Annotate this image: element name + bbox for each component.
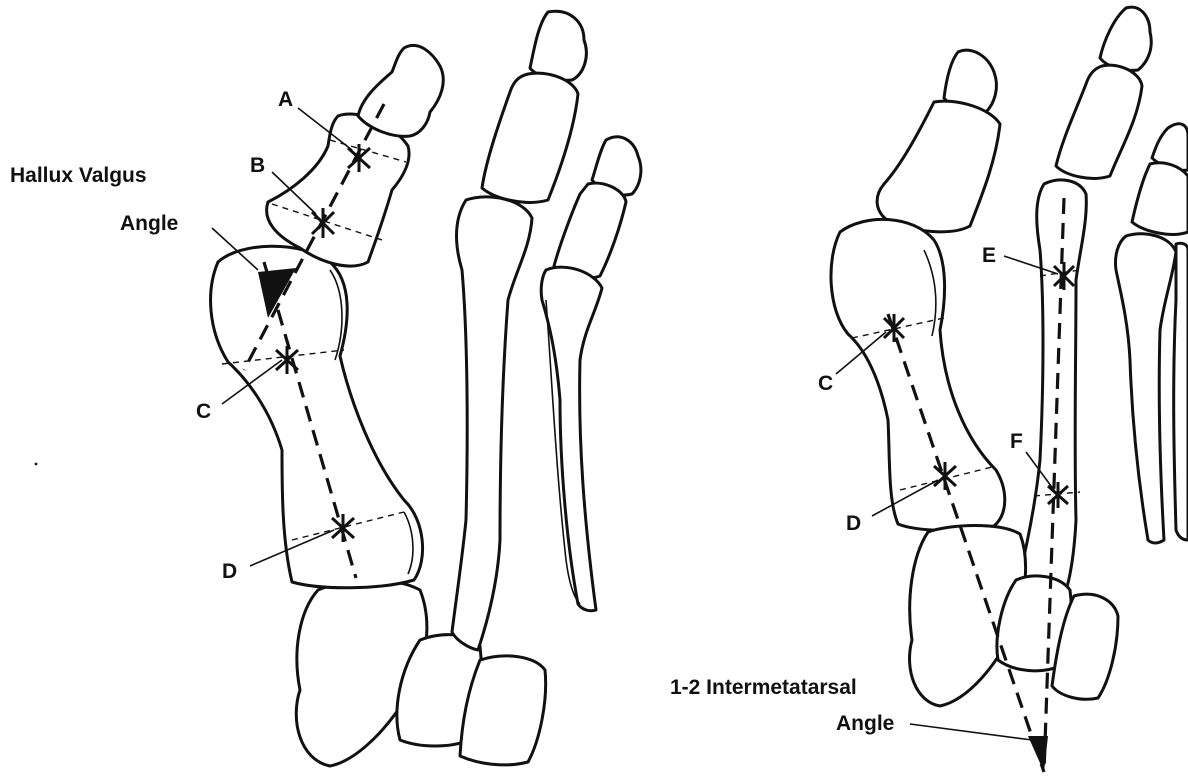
second-toe-middle [482,73,578,202]
second-metatarsal [452,197,532,650]
third-metatarsal [541,267,602,611]
third-toe-middle [554,183,626,278]
point-label-d: D [222,560,237,583]
point-label-a: A [278,88,293,111]
leader-intermetatarsal-angle [910,724,1032,740]
hallux-valgus-title: Hallux Valgus [10,164,147,187]
point-label-c: C [196,400,211,423]
hallux-valgus-angle-word: Angle [120,212,178,235]
first-metatarsal [211,246,423,588]
right-third-metatarsal [1115,234,1176,543]
scan-speck [35,463,38,466]
left-panel-hallux-valgus: A B C D Hallux Valgus Angle [10,11,641,766]
intermetatarsal-angle-wedge [1028,736,1048,772]
right-second-toe-distal [1100,7,1151,70]
right-third-toe-middle [1132,163,1188,235]
intermetatarsal-angle-word: Angle [836,712,894,735]
point-label-c-right: C [818,372,833,395]
point-label-f: F [1010,430,1023,453]
intermetatarsal-title: 1-2 Intermetatarsal [670,676,857,699]
right-hallux-proximal [877,101,1000,232]
hallux-proximal-phalanx [267,114,409,266]
right-second-toe-middle [1056,65,1142,178]
second-toe-distal [530,11,586,80]
point-label-b: B [250,154,265,177]
right-panel-intermetatarsal: E C F D 1-2 Intermetatarsal Angle [670,7,1188,772]
point-label-e: E [982,244,996,267]
point-label-d-right: D [846,512,861,535]
right-first-metatarsal [831,219,1005,530]
hallux-distal-phalanx [358,45,443,136]
right-fourth-metatarsal-edge [1174,243,1188,540]
